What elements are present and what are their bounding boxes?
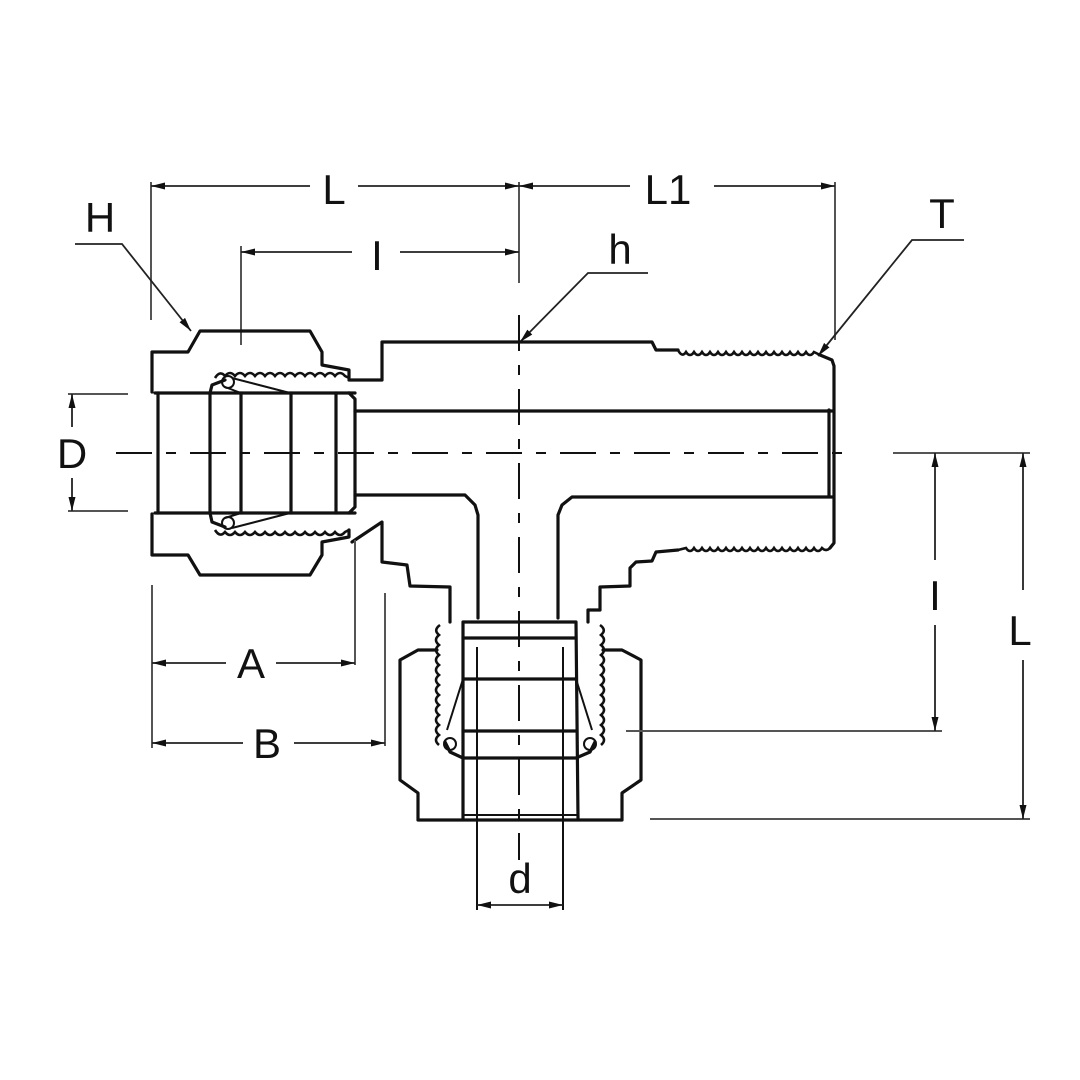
label-D: D [57, 430, 87, 477]
bottom-nut [398, 623, 643, 822]
dimension-d: d [477, 855, 563, 909]
dimension-I-top: I [240, 232, 519, 345]
left-tube-and-ferrules [153, 375, 357, 530]
leader-h: h [519, 226, 648, 343]
label-h: h [608, 226, 631, 273]
dimension-L1: L1 [519, 166, 836, 340]
dimension-D: D [57, 393, 128, 512]
dimension-B: B [152, 593, 386, 767]
dimension-L-side: L [650, 453, 1032, 820]
label-d: d [508, 855, 531, 902]
bottom-nut-thread-right [598, 623, 606, 746]
left-nut-thread-top [213, 371, 350, 380]
leader-T: T [817, 190, 964, 357]
bottom-nut-thread-left [434, 623, 442, 746]
label-L-side: L [1008, 607, 1031, 654]
label-L-top: L [322, 166, 345, 213]
label-I-side: I [929, 572, 941, 619]
label-H: H [85, 194, 115, 241]
left-nut [150, 329, 351, 577]
label-L1: L1 [645, 166, 692, 213]
label-B: B [253, 720, 281, 767]
dimension-L-top: L [150, 166, 520, 320]
male-thread-bottom [677, 545, 831, 553]
label-I-top: I [371, 232, 383, 279]
dimension-I-side: I [626, 452, 1030, 732]
leader-H: H [75, 194, 192, 332]
left-nut-thread-bottom [213, 528, 350, 537]
bottom-tube-and-ferrules [443, 620, 597, 910]
label-T: T [929, 190, 955, 237]
male-thread-top [676, 349, 821, 357]
dimension-A: A [151, 540, 356, 748]
label-A: A [237, 640, 265, 687]
tee-body [347, 340, 836, 624]
